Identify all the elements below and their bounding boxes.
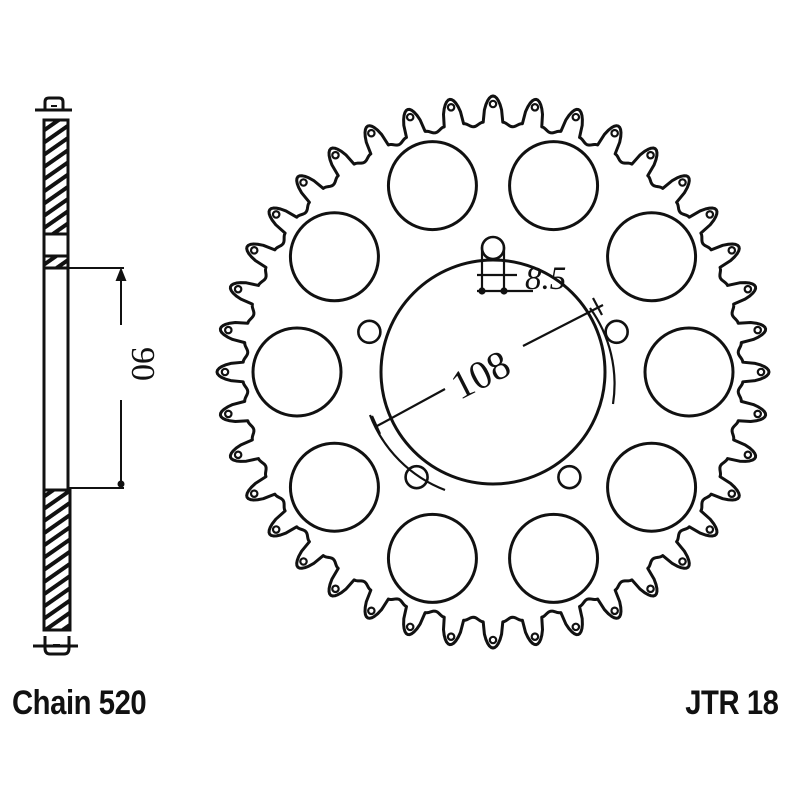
tooth-tip-marker [743, 450, 753, 460]
bolt-hole [557, 464, 582, 490]
lightening-hole [606, 441, 698, 533]
lightening-hole [508, 140, 600, 232]
tooth-tip-marker [367, 606, 376, 616]
part-number-label: JTR 18 [684, 684, 779, 722]
chain-size-label: Chain 520 [12, 684, 147, 722]
lightening-hole [643, 326, 735, 418]
tooth-tip-marker [727, 246, 737, 255]
bolt-hole [480, 235, 506, 261]
tooth-tip-marker [271, 525, 281, 534]
top-tooth-cap [35, 96, 72, 112]
hub-height-dimension-label: 90 [124, 347, 161, 381]
tooth-tip-marker [331, 150, 340, 160]
tooth-tip-marker [299, 178, 308, 187]
tooth-tip-marker [446, 632, 456, 642]
lightening-hole [386, 140, 478, 232]
tooth-tip-marker [405, 112, 415, 122]
tooth-tip-marker [530, 632, 540, 642]
tooth-tip-marker [220, 367, 230, 377]
tooth-tip-marker [678, 178, 687, 187]
bolt-hole [604, 319, 629, 345]
pitch-circle-dimension [368, 297, 616, 492]
upper-hatched-section [42, 118, 70, 236]
bolt-hole [357, 319, 382, 345]
tooth-tip-marker [753, 409, 763, 419]
tooth-tip-marker [249, 489, 259, 498]
tooth-tip-marker [646, 150, 655, 160]
tooth-tip-marker [446, 102, 456, 112]
lightening-hole [606, 211, 698, 303]
tooth-tip-marker [488, 635, 498, 645]
lightening-hole [386, 512, 478, 604]
tooth-tip-marker [753, 325, 763, 335]
pitch-circle-dimension-label: 108 [443, 341, 517, 408]
hub-height-dimension [68, 267, 127, 489]
tooth-tip-marker [678, 557, 687, 566]
sprocket-front-view: 8.5 108 [215, 94, 771, 650]
tooth-tip-marker [610, 128, 619, 138]
bolt-hole-dimension [477, 247, 533, 295]
tooth-tip-marker [233, 284, 243, 294]
tooth-tip-marker [271, 210, 281, 219]
tooth-tip-marker [571, 112, 581, 122]
tooth-tip-marker [488, 99, 498, 109]
tooth-tip-marker [249, 246, 259, 255]
tooth-tip-marker [223, 409, 233, 419]
tooth-tip-marker [367, 128, 376, 138]
tooth-tip-marker [331, 584, 340, 594]
tooth-tip-marker [610, 606, 619, 616]
lower-hatched-section [42, 488, 72, 632]
lightening-hole [251, 326, 343, 418]
tooth-tip-marker [727, 489, 737, 498]
tooth-tip-marker [299, 557, 308, 566]
tooth-tip-marker [223, 325, 233, 335]
bolt-hole-dimension-label: 8.5 [525, 261, 566, 297]
lightening-hole [508, 512, 600, 604]
tooth-tip-marker [646, 584, 655, 594]
tooth-tip-marker [705, 210, 715, 219]
sprocket-teeth-outline [215, 94, 771, 650]
tooth-tip-marker [530, 102, 540, 112]
tooth-tip-marker [405, 622, 415, 632]
tooth-tip-marker [705, 525, 715, 534]
lightening-hole [288, 211, 380, 303]
tooth-tip-marker [756, 367, 766, 377]
lightening-holes [251, 140, 735, 604]
tooth-tip-marker [743, 284, 753, 294]
tooth-tip-marker [233, 450, 243, 460]
tooth-tip-marker [571, 622, 581, 632]
lightening-hole [288, 441, 380, 533]
tooth-tip-markers [220, 99, 766, 645]
side-section-view [33, 96, 127, 656]
